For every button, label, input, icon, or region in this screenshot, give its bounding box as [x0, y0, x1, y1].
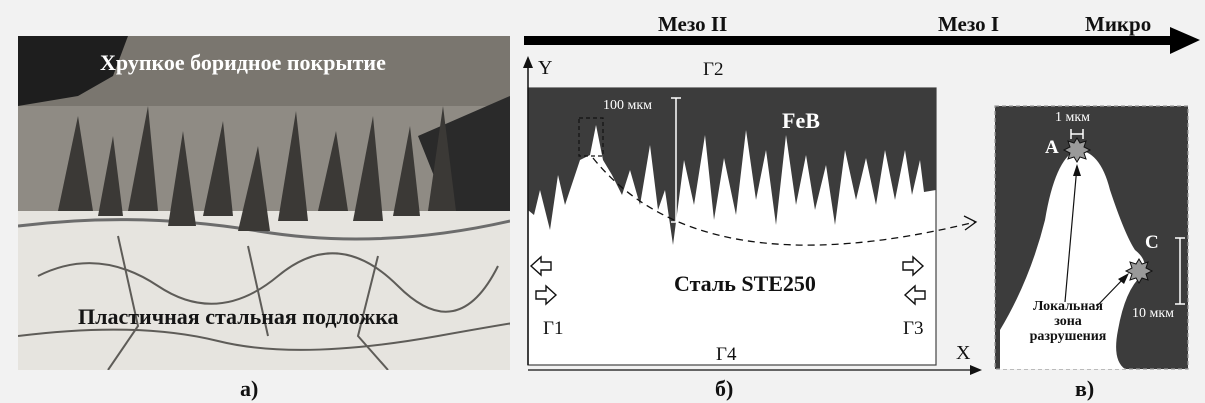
scale-arrow-head — [1170, 27, 1200, 54]
panel-label-v: в) — [1075, 376, 1095, 401]
substrate-caption: Пластичная стальная подложка — [78, 304, 399, 329]
fracture-zone-line-1: Локальная — [1033, 299, 1103, 314]
zoom-box — [578, 117, 604, 157]
micrograph-photo: Хрупкое боридное покрытие Пластичная ста… — [18, 36, 510, 370]
y-axis-label: Y — [538, 57, 553, 79]
scale-label-micro: Микро — [1085, 12, 1152, 36]
boundary-g1: Г1 — [543, 318, 564, 339]
load-arrows-right — [902, 255, 926, 306]
panel-label-b: б) — [715, 376, 734, 401]
coating-label: FeB — [782, 108, 820, 133]
coating-caption: Хрупкое боридное покрытие — [100, 50, 386, 75]
fracture-zone-label: Локальная зона разрушения — [1018, 299, 1118, 344]
scale-label-meso2: Мезо II — [658, 12, 728, 36]
point-c-label: C — [1145, 232, 1159, 253]
boundary-g4: Г4 — [716, 344, 737, 365]
fracture-zone-line-3: разрушения — [1029, 329, 1107, 344]
scale-label-meso1: Мезо I — [938, 12, 1000, 36]
scale-label-1: 1 мкм — [1055, 110, 1091, 125]
scale-arrow-shaft — [524, 36, 1174, 45]
load-arrows-left — [529, 255, 558, 306]
point-a-label: A — [1045, 137, 1059, 158]
scale-label-10: 10 мкм — [1132, 306, 1175, 321]
coating-region — [528, 88, 936, 245]
x-axis-label: X — [956, 342, 971, 364]
pointer-to-a — [1064, 165, 1078, 303]
y-axis-arrowhead — [523, 56, 533, 68]
boundary-g2: Г2 — [703, 59, 724, 80]
fracture-zone-line-2: зона — [1054, 314, 1082, 329]
scale-label-100: 100 мкм — [603, 98, 653, 113]
substrate-label: Сталь STE250 — [674, 271, 816, 296]
x-axis-arrowhead — [970, 365, 982, 375]
fracture-point-a — [1062, 137, 1092, 163]
panel-label-a: а) — [240, 376, 259, 401]
zoom-connector — [592, 157, 976, 246]
micrograph-texture — [18, 36, 510, 370]
zoom-connector-arrowhead — [963, 215, 978, 231]
boundary-g3: Г3 — [903, 318, 924, 339]
detail-tip-region — [1000, 150, 1145, 369]
fracture-point-c — [1124, 258, 1154, 284]
